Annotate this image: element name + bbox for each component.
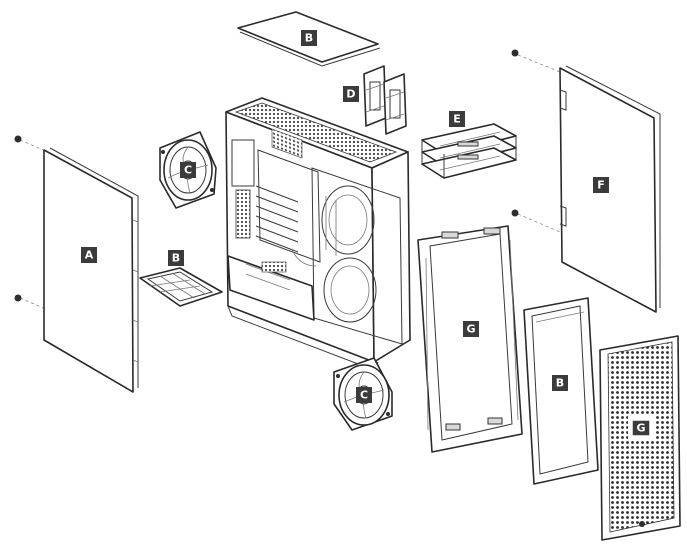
- label-g-mesh: G: [631, 419, 651, 437]
- power-button-icon: [639, 521, 645, 527]
- svg-text:B: B: [556, 377, 564, 390]
- svg-text:A: A: [85, 249, 94, 262]
- svg-text:B: B: [305, 32, 313, 45]
- svg-text:C: C: [360, 389, 368, 402]
- left-side-panel: [14, 135, 139, 393]
- label-b-top: B: [301, 30, 317, 46]
- ssd-bracket: [363, 65, 407, 135]
- label-b-front: B: [552, 375, 568, 391]
- psu-dust-filter: [139, 267, 223, 307]
- label-c-top: C: [180, 162, 196, 178]
- right-side-panel: [511, 49, 661, 313]
- svg-text:G: G: [636, 422, 645, 435]
- thumbscrew-icon: [511, 49, 519, 57]
- label-a: A: [81, 247, 97, 263]
- svg-text:C: C: [184, 164, 192, 177]
- thumbscrew-icon: [14, 294, 22, 302]
- thumbscrew-icon: [511, 209, 519, 217]
- front-frame: [417, 225, 523, 453]
- front-mesh-panel: [599, 335, 681, 541]
- label-f: F: [593, 177, 609, 193]
- label-g-frame: G: [463, 321, 479, 337]
- thumbscrew-icon: [14, 135, 22, 143]
- label-c-bottom: C: [356, 387, 372, 403]
- label-d: D: [343, 86, 359, 102]
- main-chassis: [225, 97, 411, 371]
- svg-text:F: F: [597, 179, 605, 192]
- svg-text:G: G: [466, 323, 475, 336]
- svg-text:E: E: [453, 113, 461, 126]
- svg-text:B: B: [172, 252, 180, 265]
- label-e: E: [449, 111, 465, 127]
- drive-cage: [421, 123, 517, 179]
- svg-text:D: D: [346, 88, 355, 101]
- label-b-psu: B: [168, 250, 184, 266]
